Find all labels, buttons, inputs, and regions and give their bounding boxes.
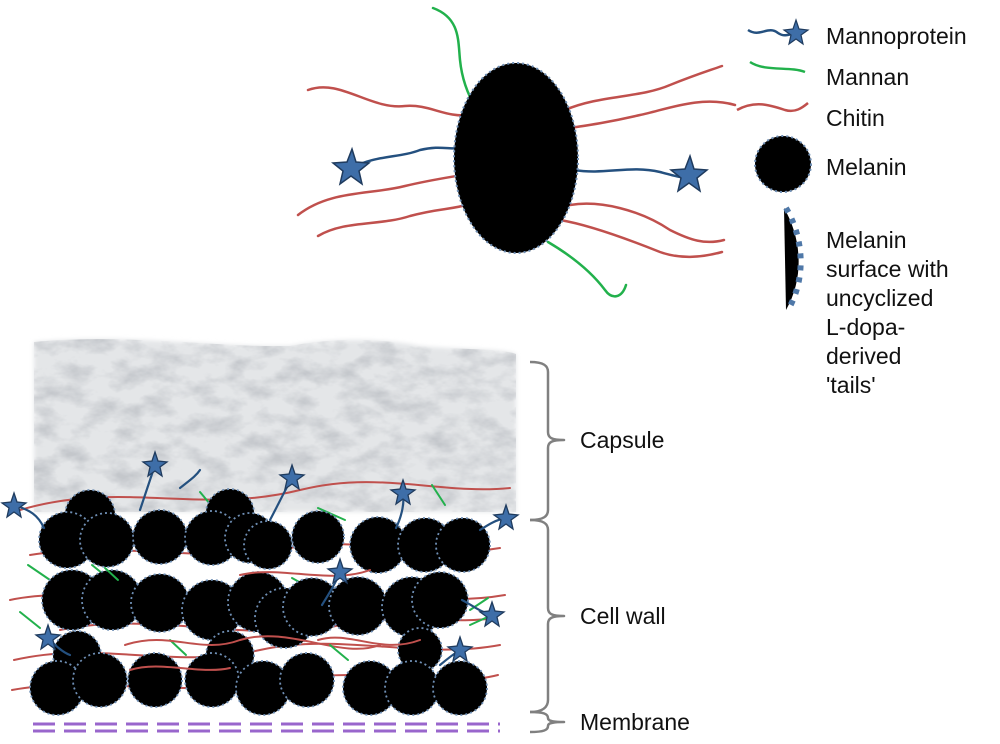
- melanin-surface-line: surface with: [826, 256, 949, 282]
- star-icon: [669, 153, 709, 193]
- cell-wall-mannoproteins: [0, 449, 520, 667]
- cell-wall-bracket: [529, 518, 566, 714]
- melanin-surface-line: Melanin: [826, 227, 907, 253]
- melanin-surface-line: 'tails': [826, 372, 876, 398]
- star-icon: [326, 556, 354, 585]
- layer-label-capsule: Capsule: [580, 427, 665, 453]
- capsule-bracket: [529, 360, 566, 522]
- layer-label-cell-wall: Cell wall: [580, 603, 666, 629]
- layer-brackets: [529, 360, 566, 734]
- star-icon: [141, 449, 169, 478]
- legend-label-mannan: Mannan: [826, 64, 910, 90]
- membrane-bracket: [529, 710, 566, 734]
- mannan-fibers: [431, 6, 628, 298]
- legend-chitin-symbol: [736, 102, 809, 113]
- star-icon: [389, 477, 417, 506]
- star-icon: [478, 599, 506, 628]
- cell-wall-melanin-particles: [29, 488, 491, 716]
- legend-melanin-surface-symbol: [783, 206, 804, 312]
- melanin-surface-line: uncyclized: [826, 285, 934, 311]
- melanin-particle-large: [453, 62, 579, 254]
- legend-symbols: [736, 18, 812, 312]
- particle-schematic: [296, 6, 737, 298]
- legend-mannoprotein-symbol: [747, 18, 810, 46]
- star-icon: [0, 490, 28, 519]
- star-icon: [34, 622, 62, 651]
- legend-melanin-symbol: [754, 135, 812, 193]
- melanin-surface-line: L-dopa-: [826, 314, 906, 340]
- legend-label-melanin: Melanin: [826, 154, 907, 180]
- star-icon: [446, 634, 474, 663]
- star-icon: [782, 18, 810, 46]
- cell-wall-fibers-front: [104, 567, 493, 671]
- legend-mannan-symbol: [749, 60, 806, 74]
- star-icon: [278, 462, 306, 491]
- legend-label-chitin: Chitin: [826, 105, 885, 131]
- capsule-region: [34, 339, 516, 512]
- star-icon: [331, 146, 371, 186]
- layer-label-membrane: Membrane: [580, 709, 690, 735]
- membrane-lines: [33, 722, 500, 733]
- chitin-fibers: [296, 64, 737, 259]
- melanin-surface-line: derived: [826, 343, 902, 369]
- legend-label-melanin-surface: Melanin surface with uncyclized L-dopa- …: [826, 226, 996, 400]
- legend-label-mannoprotein: Mannoprotein: [826, 23, 967, 49]
- star-icon: [492, 502, 520, 531]
